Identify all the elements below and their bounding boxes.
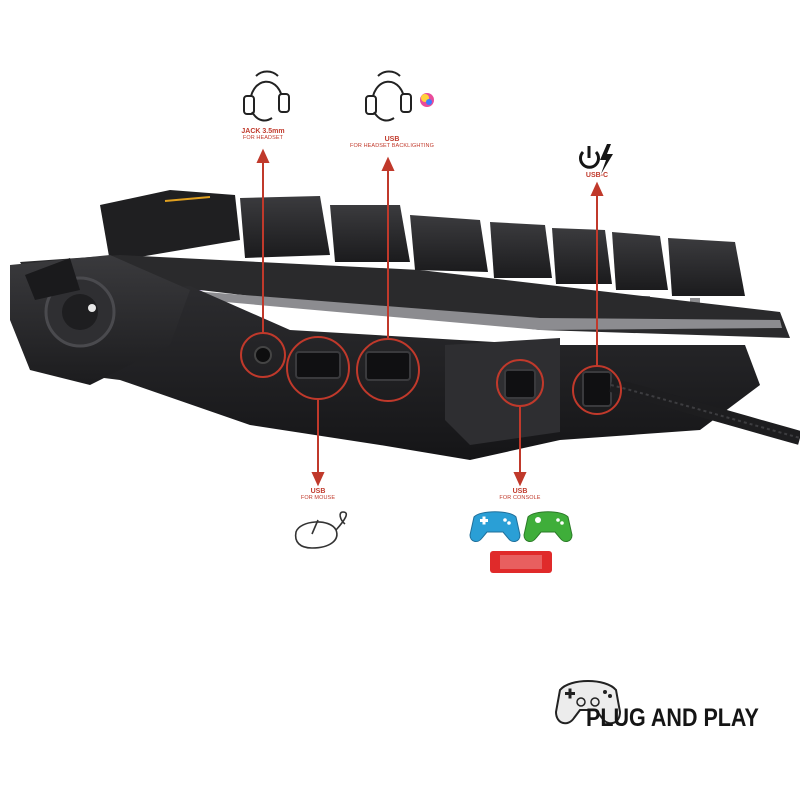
label-jack: JACK 3.5mm FOR HEADSET [241, 128, 284, 142]
power-bolt-icon [579, 144, 613, 174]
mouse-icon [294, 511, 348, 549]
pointer-arrows [256, 148, 604, 487]
jack-port [254, 346, 272, 364]
usb-c-port [582, 371, 612, 407]
label-jack-sub: FOR HEADSET [242, 135, 284, 141]
label-usb-c: USB-C [586, 172, 608, 179]
label-jack-title: JACK 3.5mm [241, 128, 285, 135]
gamepad-icon [554, 680, 622, 725]
keyboard-device [10, 190, 800, 460]
label-usb-console: USB FOR CONSOLE [499, 488, 540, 502]
headset-rgb-icon [365, 70, 434, 122]
blue-controller-icon [469, 511, 521, 543]
usb-console-port [504, 369, 536, 399]
green-controller-icon [523, 511, 573, 543]
label-usb-headset: USB FOR HEADSET BACKLIGHTING [350, 136, 434, 150]
usb-mouse-port [295, 351, 341, 379]
label-usb-c-title: USB-C [585, 172, 609, 179]
label-usb-headset-sub: FOR HEADSET BACKLIGHTING [350, 143, 434, 149]
label-usb-console-title: USB [512, 488, 528, 495]
label-usb-console-sub: FOR CONSOLE [499, 495, 541, 501]
label-usb-mouse-title: USB [310, 488, 326, 495]
label-usb-headset-title: USB [384, 136, 400, 143]
switch-console-icon [490, 551, 552, 573]
label-usb-mouse: USB FOR MOUSE [301, 488, 335, 502]
headset-icon [243, 70, 290, 122]
usb-headset-port [365, 351, 411, 381]
label-usb-mouse-sub: FOR MOUSE [300, 495, 336, 501]
plug-and-play-title: PLUG AND PLAY [586, 704, 759, 732]
